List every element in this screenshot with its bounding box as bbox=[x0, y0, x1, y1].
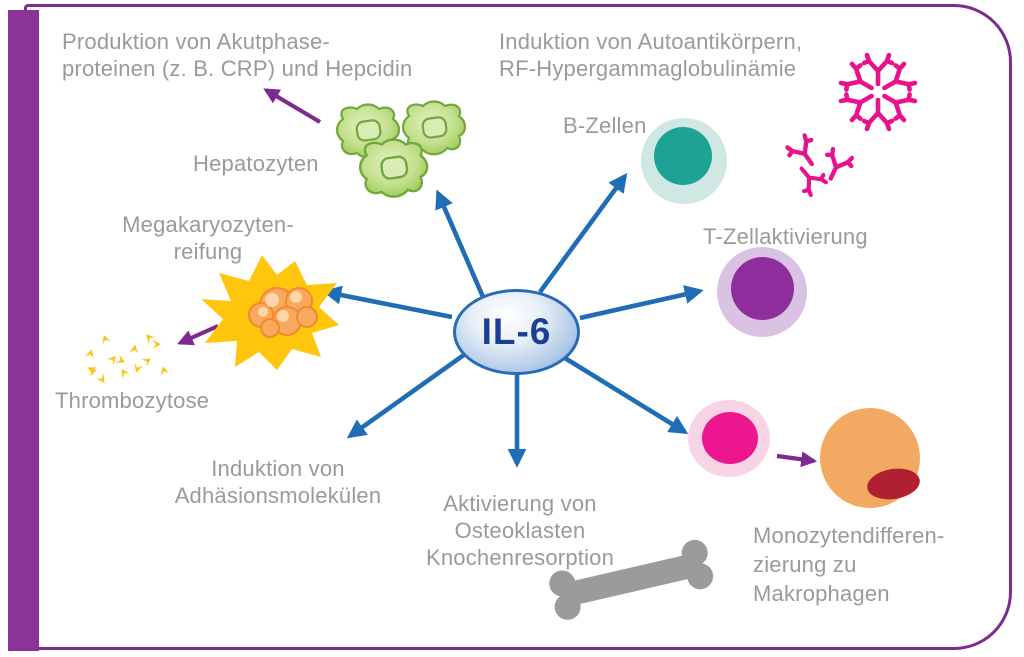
il6-arrows bbox=[322, 172, 704, 468]
label-t-zellaktivierung: T-Zellaktivierung bbox=[703, 224, 868, 249]
b-cell-icon bbox=[641, 118, 727, 204]
t-cell-nucleus bbox=[731, 257, 794, 320]
secondary-arrows bbox=[177, 88, 818, 468]
label-thrombozytose: Thrombozytose bbox=[55, 388, 210, 413]
t-cell-icon bbox=[717, 247, 807, 337]
b-cell-nucleus bbox=[654, 127, 712, 185]
label-adhaesionsmolekuele: Induktion von Adhäsionsmolekülen bbox=[174, 456, 382, 508]
macrophage-icon bbox=[820, 408, 923, 508]
monocyte-icon bbox=[688, 400, 770, 477]
label-monozytendifferenzierung: Monozytendifferen- zierung zu Makrophage… bbox=[753, 523, 945, 606]
platelets-icon bbox=[84, 331, 170, 386]
label-hepatozyten: Hepatozyten bbox=[193, 151, 319, 176]
hepatocyte-cells-icon bbox=[335, 100, 467, 198]
bone-icon bbox=[549, 539, 714, 620]
megakaryocyte-icon bbox=[201, 255, 339, 370]
card-spine bbox=[8, 10, 39, 651]
monocyte-nucleus bbox=[702, 412, 758, 464]
label-megakaryozytenreifung: Megakaryozyten- reifung bbox=[122, 212, 294, 264]
label-osteoklasten: Aktivierung von Osteoklasten Knochenreso… bbox=[425, 491, 615, 570]
label-akutphase: Produktion von Akutphase- proteinen (z. … bbox=[62, 29, 413, 81]
il6-hub: IL-6 bbox=[453, 289, 580, 375]
label-b-zellen: B-Zellen bbox=[563, 113, 647, 138]
il6-label: IL-6 bbox=[481, 311, 552, 352]
label-autoantikoerper: Induktion von Autoantikörpern, RF-Hyperg… bbox=[499, 29, 803, 81]
